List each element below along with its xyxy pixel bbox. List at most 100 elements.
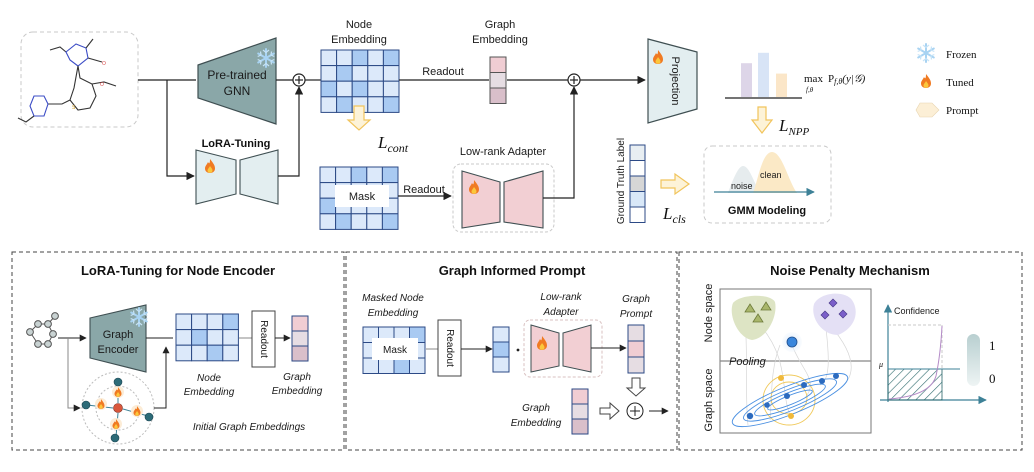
embedding-cell (382, 49, 400, 67)
objective-max: max (804, 73, 823, 85)
embedding-cell (222, 313, 239, 331)
pooled-vector (492, 326, 510, 373)
l-npp-arrow (750, 106, 774, 134)
graph-prompt-caption-2: Prompt (620, 309, 653, 320)
mask-label: Mask (349, 191, 376, 203)
embedding-cell (350, 213, 368, 230)
panel-noise: Noise Penalty Mechanism Node space Graph… (703, 263, 996, 434)
embedding-cell (367, 49, 384, 67)
prediction-bars (741, 52, 787, 97)
embedding-cell (206, 329, 224, 346)
embedding-cell (381, 166, 399, 184)
embedding-cell (336, 80, 353, 98)
embedding-cell (206, 313, 224, 331)
embedding-cell (336, 49, 353, 67)
graph-embedding-cell (291, 330, 309, 347)
embedding-cell (336, 65, 353, 82)
graph-embedding-cell (489, 56, 507, 73)
node-space-label: Node space (703, 284, 715, 343)
panel-lora-title: LoRA-Tuning for Node Encoder (81, 263, 275, 278)
embedding-cell (351, 65, 369, 82)
embedding-cell (320, 65, 338, 82)
graph-embedding-caption-2: Embedding (272, 386, 323, 397)
graph-embedding-cell (489, 87, 507, 104)
embedding-cell (222, 344, 239, 362)
embedding-cell (382, 96, 400, 113)
legend-tuned: Tuned (946, 77, 974, 89)
embedding-cell (351, 49, 369, 67)
masked-node-embedding-grid: Mask (319, 166, 399, 230)
svg-text:S: S (72, 105, 76, 111)
readout-label: Readout (422, 66, 464, 78)
molecule-input: S O O (17, 31, 139, 128)
graph-embedding-cell (291, 345, 309, 362)
adapter-caption-1: Low-rank (540, 292, 582, 303)
graph-embedding-vector (489, 56, 507, 104)
node-cluster-purple (813, 293, 856, 335)
node-embedding-title-2: Embedding (331, 34, 387, 46)
l-cls-arrow (660, 172, 691, 196)
ground-truth-cell (629, 160, 646, 177)
confidence-scale (967, 334, 980, 386)
blue-node (786, 336, 798, 348)
ground-truth-cell (629, 175, 646, 192)
embedding-cell (362, 357, 379, 374)
embedding-cell (175, 313, 193, 331)
low-rank-adapter-block (452, 163, 555, 233)
embedding-cell (319, 166, 337, 184)
low-rank-adapter-title: Low-rank Adapter (460, 146, 547, 158)
embedding-cell (319, 182, 337, 199)
clean-distribution (753, 152, 797, 193)
embedding-cell (191, 313, 208, 331)
panel-prompt-masked-grid: Mask (362, 326, 426, 374)
panel-noise-border (678, 251, 1023, 451)
embedding-cell (366, 213, 383, 230)
ground-truth-cell (629, 144, 646, 161)
svg-text:O: O (102, 61, 106, 67)
embedding-cell (382, 65, 400, 82)
penalty-region (887, 368, 943, 401)
panel-prompt-title: Graph Informed Prompt (439, 263, 586, 278)
embedding-cell (351, 80, 369, 98)
snowflake-icon (916, 43, 936, 63)
projection-block: Projection (647, 38, 698, 124)
gnn-label-1: Pre-trained (207, 68, 266, 82)
panel2-graph-embedding-1: Graph (522, 403, 550, 414)
mask-label: Mask (383, 345, 408, 356)
embedding-cell (378, 357, 395, 374)
graph-embedding-caption-1: Graph (283, 372, 311, 383)
gmm-modeling-box: noise clean GMM Modeling (703, 145, 832, 224)
noise-label: noise (731, 181, 753, 191)
embedding-cell (320, 96, 338, 113)
panel-lora-graph-embedding (291, 315, 309, 362)
node-embedding-caption-1: Node (197, 373, 221, 384)
panel2-graph-embedding-vector (571, 388, 589, 435)
embedding-cell (367, 80, 384, 98)
clean-label: clean (760, 170, 782, 180)
confidence-label: Confidence (894, 306, 940, 316)
adapter-to-sum-arrow (543, 86, 579, 199)
panel-lora-border (11, 251, 345, 451)
l-cont-label: Lcont (377, 133, 409, 155)
adapter-caption-2: Adapter (542, 307, 579, 318)
graph-embedding-title-2: Embedding (472, 34, 528, 46)
embedding-cell (335, 213, 352, 230)
embedding-cell (175, 329, 193, 346)
hexagon-icon (915, 102, 940, 118)
readout-box (251, 310, 276, 368)
panel-lora: LoRA-Tuning for Node Encoder Graph Encod… (26, 263, 323, 445)
embedding-cell (367, 96, 384, 113)
scale-low: 0 (989, 371, 996, 386)
legend-frozen: Frozen (946, 49, 977, 61)
embedding-cell (366, 166, 383, 184)
embedding-cell (320, 80, 338, 98)
dot-product (516, 348, 520, 352)
graph-embedding-title-1: Graph (485, 19, 516, 31)
ground-truth-vector (629, 144, 646, 223)
sum-operator-2 (567, 73, 581, 87)
gmm-title: GMM Modeling (728, 205, 806, 217)
readout-box-2-label: Readout (444, 329, 455, 367)
mask-region (372, 338, 418, 360)
panel-lora-node-embedding-grid (175, 313, 239, 362)
prediction-bar (741, 63, 752, 97)
